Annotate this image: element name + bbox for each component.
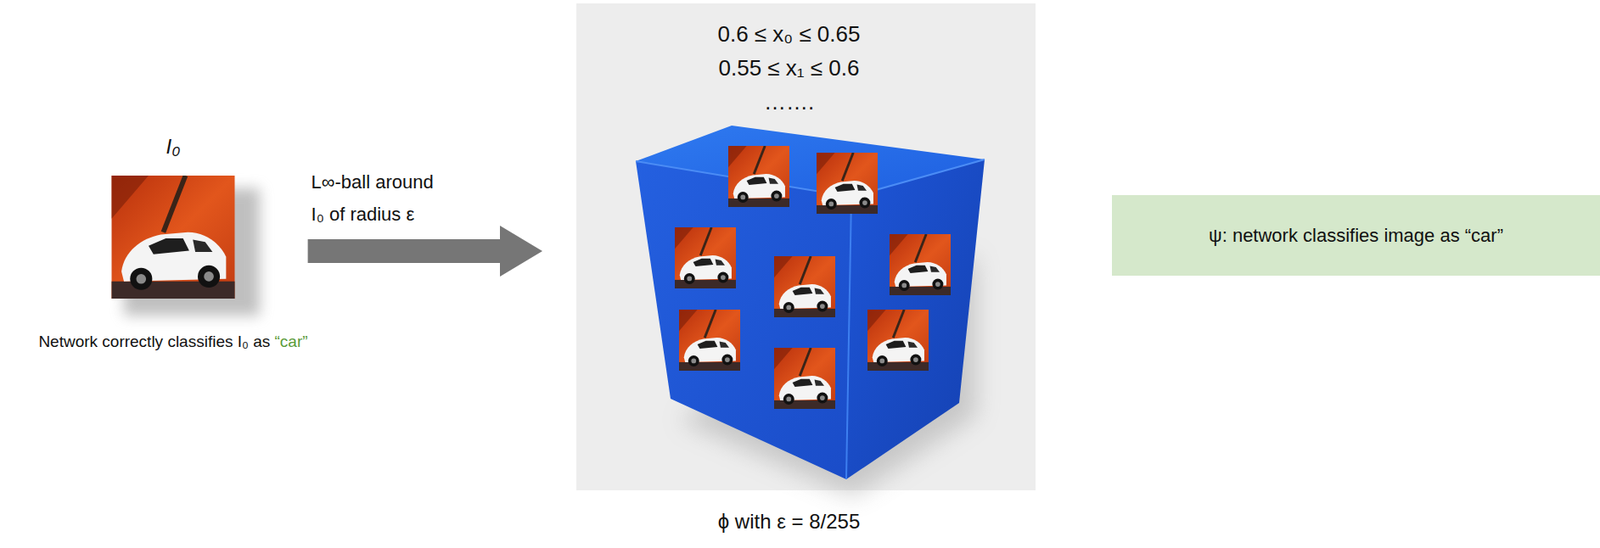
property-box: ψ: network classifies image as “car”	[1111, 195, 1600, 276]
block-arrow	[308, 225, 543, 277]
arrow-shaft	[308, 239, 500, 264]
constraint-line: 0.55 ≤ x₁ ≤ 0.6	[542, 50, 1036, 85]
input-image-node: I₀ Network correctly classifies I₀ as “ca…	[38, 134, 308, 354]
image-space	[38, 159, 308, 332]
arrow-head	[499, 225, 543, 277]
region-caption: ϕ with ε = 8/255	[542, 509, 1036, 535]
arrow-label: L∞-ball around I₀ of radius ε	[311, 166, 448, 231]
input-region-cube	[635, 125, 985, 497]
input-region-panel: 0.6 ≤ x₀ ≤ 0.650.55 ≤ x₁ ≤ 0.6…….ϕ with …	[542, 3, 1036, 491]
constraint-line: …….	[542, 84, 1036, 119]
input-image	[112, 175, 261, 316]
image-caption: Network correctly classifies I₀ as “car”	[38, 331, 308, 354]
image-heading: I₀	[38, 134, 308, 160]
constraint-line: 0.6 ≤ x₀ ≤ 0.65	[542, 16, 1036, 51]
property-text: ψ: network classifies image as “car”	[1208, 224, 1504, 248]
